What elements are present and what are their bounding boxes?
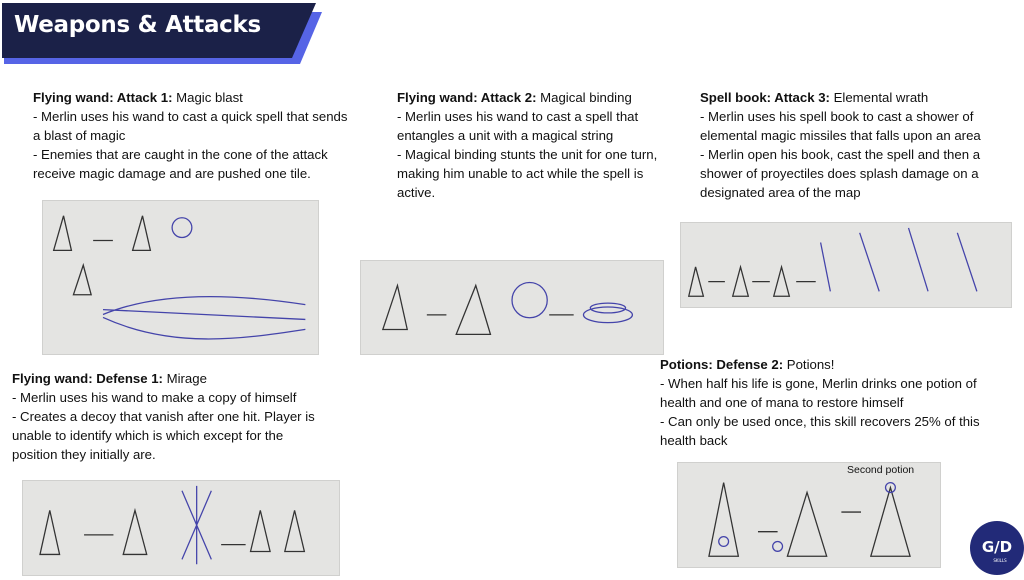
section-name: Elemental wrath [833, 90, 929, 105]
section-defense-1: Flying wand: Defense 1: Mirage - Merlin … [12, 369, 317, 464]
section-line: - Merlin open his book, cast the spell a… [700, 147, 981, 200]
sketch-mirage [22, 480, 340, 576]
section-line: - Merlin uses his wand to cast a spell t… [397, 109, 639, 143]
sketch-magical-binding [360, 260, 664, 355]
section-line: - Creates a decoy that vanish after one … [12, 409, 315, 462]
section-attack-2: Flying wand: Attack 2: Magical binding -… [397, 88, 667, 202]
section-name: Magical binding [540, 90, 632, 105]
section-line: - Merlin uses his wand to cast a quick s… [33, 109, 348, 143]
section-name: Mirage [166, 371, 207, 386]
section-line: - Merlin uses his wand to make a copy of… [12, 390, 297, 405]
page-title: Weapons & Attacks [14, 12, 261, 38]
section-title: Spell book: Attack 3: [700, 90, 830, 105]
section-title: Flying wand: Attack 1: [33, 90, 173, 105]
header-banner [2, 3, 322, 64]
svg-text:SKILLS: SKILLS [993, 558, 1007, 563]
section-line: - When half his life is gone, Merlin dri… [660, 376, 977, 410]
sketch-magic-blast [42, 200, 319, 355]
section-line: - Can only be used once, this skill reco… [660, 414, 980, 448]
section-line: - Merlin uses his spell book to cast a s… [700, 109, 981, 143]
sketch-potions [677, 462, 941, 568]
section-line: - Magical binding stunts the unit for on… [397, 147, 658, 200]
slide-header: Weapons & Attacks [0, 0, 330, 70]
brand-logo: G/D SKILLS [970, 521, 1024, 575]
section-name: Magic blast [176, 90, 243, 105]
section-title: Flying wand: Defense 1: [12, 371, 163, 386]
section-title: Potions: Defense 2: [660, 357, 784, 372]
section-title: Flying wand: Attack 2: [397, 90, 537, 105]
section-attack-3: Spell book: Attack 3: Elemental wrath - … [700, 88, 1000, 202]
sketch-elemental-wrath [680, 222, 1012, 308]
section-name: Potions! [786, 357, 835, 372]
section-line: - Enemies that are caught in the cone of… [33, 147, 328, 181]
section-defense-2: Potions: Defense 2: Potions! - When half… [660, 355, 1000, 450]
sketch-note: Second potion [847, 464, 915, 476]
svg-text:G/D: G/D [982, 538, 1012, 556]
section-attack-1: Flying wand: Attack 1: Magic blast - Mer… [33, 88, 353, 183]
